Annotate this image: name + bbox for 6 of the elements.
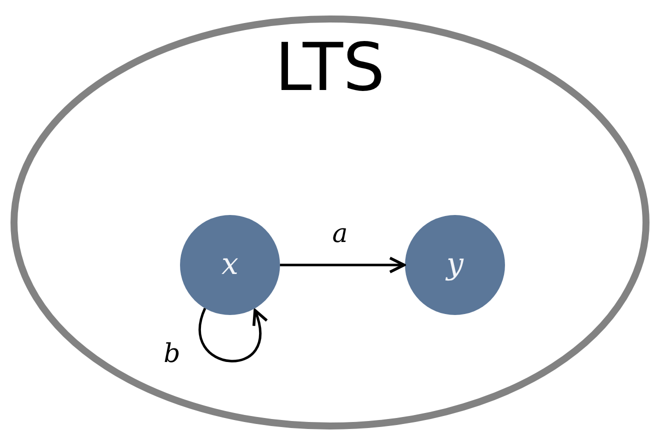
ellipse-boundary	[10, 16, 650, 430]
state-label: x	[222, 250, 238, 280]
state-label: y	[446, 250, 464, 280]
transition-arrow	[280, 256, 406, 274]
heading: LTS	[275, 35, 385, 101]
transition-arrow	[199, 308, 267, 362]
